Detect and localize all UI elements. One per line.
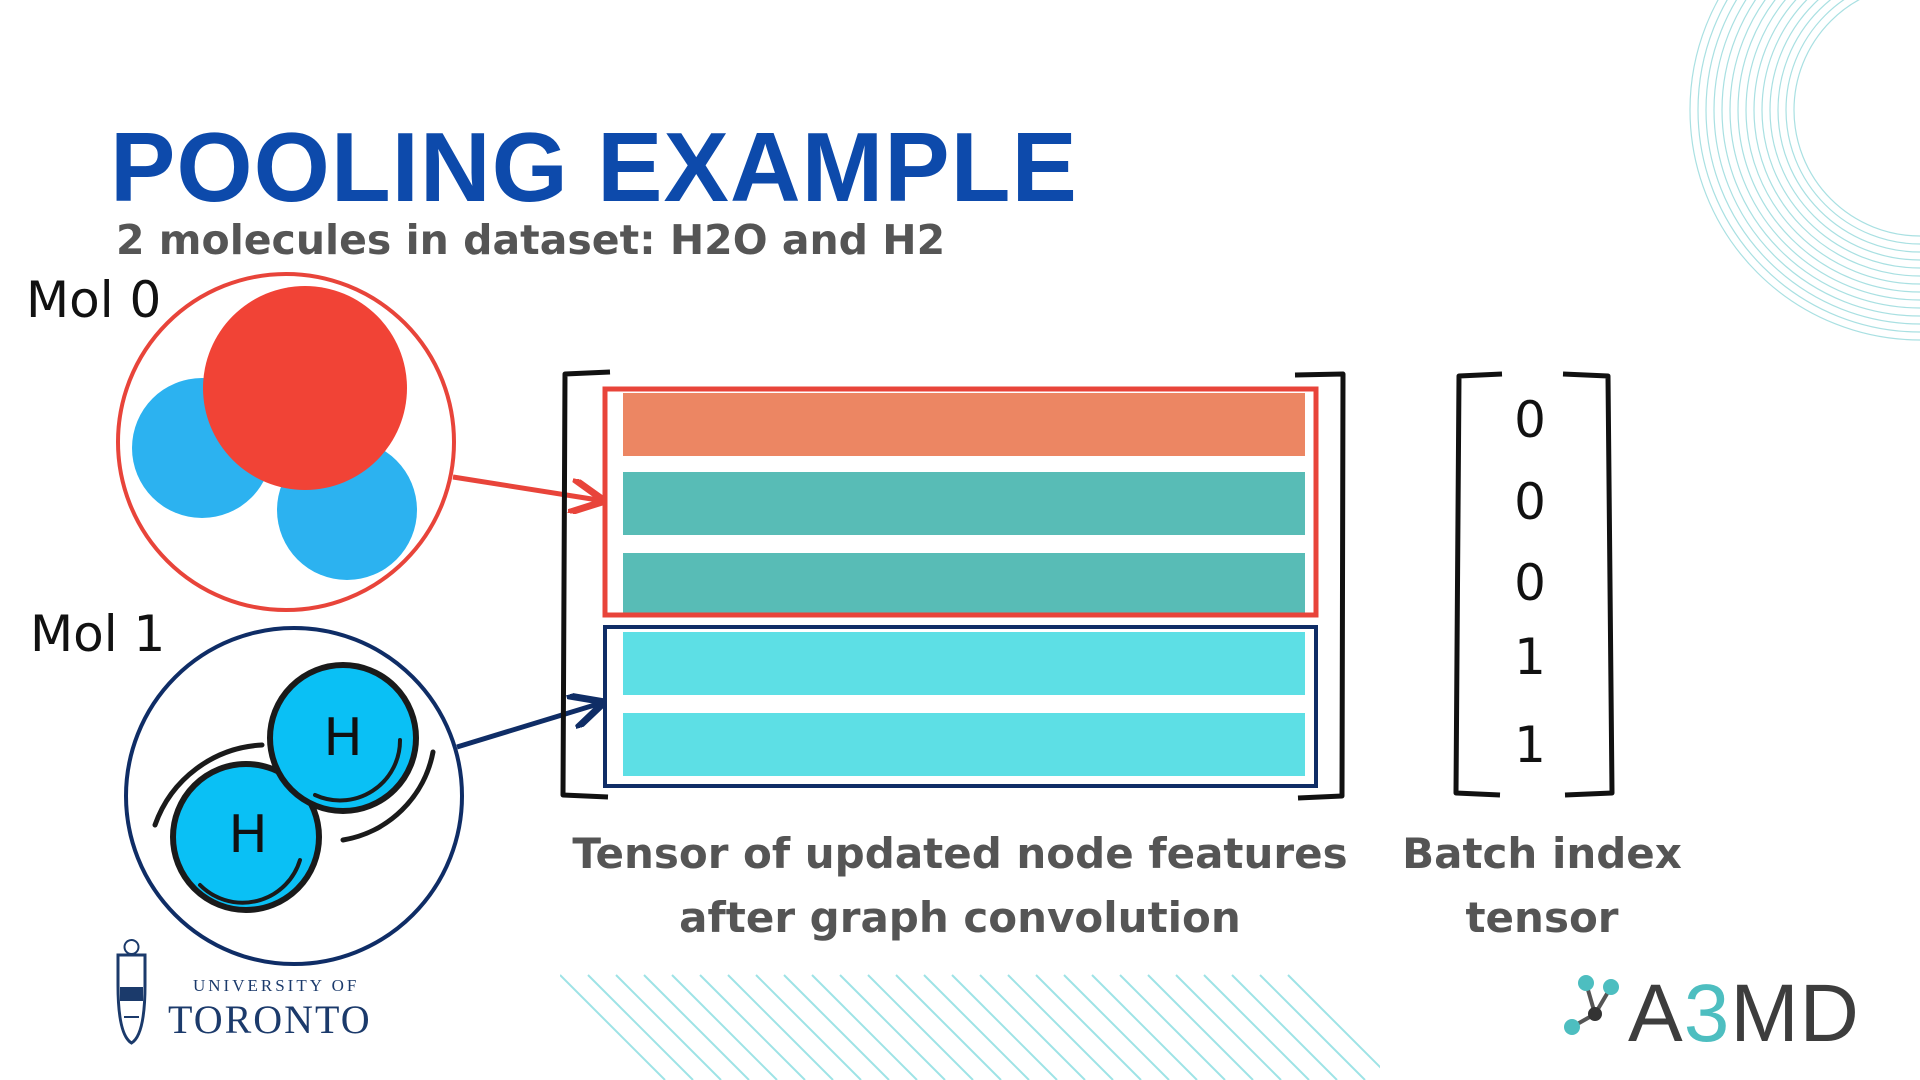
a3md-logo-prefix: A bbox=[1628, 968, 1684, 1059]
university-logo-big-text: TORONTO bbox=[168, 997, 372, 1042]
page-title: POOLING EXAMPLE bbox=[110, 112, 1078, 222]
a3md-brand-icon bbox=[1564, 975, 1619, 1035]
feature-tensor-caption-line1: Tensor of updated node features bbox=[572, 829, 1348, 878]
feature-tensor-caption: Tensor of updated node features after gr… bbox=[560, 822, 1360, 950]
batch-value-1: 0 bbox=[1514, 473, 1546, 531]
page-subtitle: 2 molecules in dataset: H2O and H2 bbox=[116, 216, 946, 264]
h2-atom-label-upper: H bbox=[323, 708, 363, 768]
feature-tensor-caption-line2: after graph convolution bbox=[679, 893, 1241, 942]
a3md-logo-suffix: MD bbox=[1730, 968, 1860, 1059]
feature-tensor-right-bracket bbox=[1294, 371, 1346, 801]
batch-tensor-left-bracket bbox=[1453, 371, 1503, 798]
batch-tensor-right-bracket bbox=[1562, 371, 1615, 798]
water-molecule bbox=[132, 286, 417, 580]
batch-value-0: 0 bbox=[1514, 391, 1546, 449]
batch-value-2: 0 bbox=[1514, 554, 1546, 612]
mol1-group-outline bbox=[603, 625, 1318, 788]
mol0-arrow bbox=[452, 474, 598, 500]
mol0-group-outline bbox=[602, 386, 1319, 618]
feature-row-0 bbox=[623, 393, 1305, 456]
decorative-hatch-lines bbox=[560, 974, 1380, 1080]
university-logo-small-text: UNIVERSITY OF bbox=[193, 976, 360, 995]
h2-atom-lower bbox=[170, 761, 322, 913]
water-oxygen bbox=[203, 286, 407, 490]
h2-atom-upper bbox=[267, 662, 419, 814]
decorative-arcs bbox=[1689, 0, 1920, 341]
batch-value-3: 1 bbox=[1514, 628, 1546, 686]
a3md-logo-accent: 3 bbox=[1683, 968, 1731, 1059]
batch-tensor-caption-line1: Batch index bbox=[1402, 829, 1682, 878]
mol0-label: Mol 0 bbox=[26, 271, 162, 329]
feature-row-4 bbox=[623, 713, 1305, 776]
hydrogen-molecule bbox=[152, 662, 436, 913]
batch-tensor-caption: Batch index tensor bbox=[1382, 822, 1702, 950]
feature-tensor-left-bracket bbox=[560, 369, 611, 800]
feature-row-1 bbox=[623, 472, 1305, 535]
batch-tensor-caption-line2: tensor bbox=[1465, 893, 1619, 942]
a3md-logo-text: A3MD bbox=[1628, 966, 1860, 1062]
mol1-arrow bbox=[456, 704, 598, 750]
batch-value-4: 1 bbox=[1514, 716, 1546, 774]
h2-atom-label-lower: H bbox=[228, 805, 268, 865]
feature-row-3 bbox=[623, 632, 1305, 695]
university-crest bbox=[116, 939, 147, 1045]
mol1-label: Mol 1 bbox=[30, 605, 166, 663]
feature-row-2 bbox=[623, 553, 1305, 616]
